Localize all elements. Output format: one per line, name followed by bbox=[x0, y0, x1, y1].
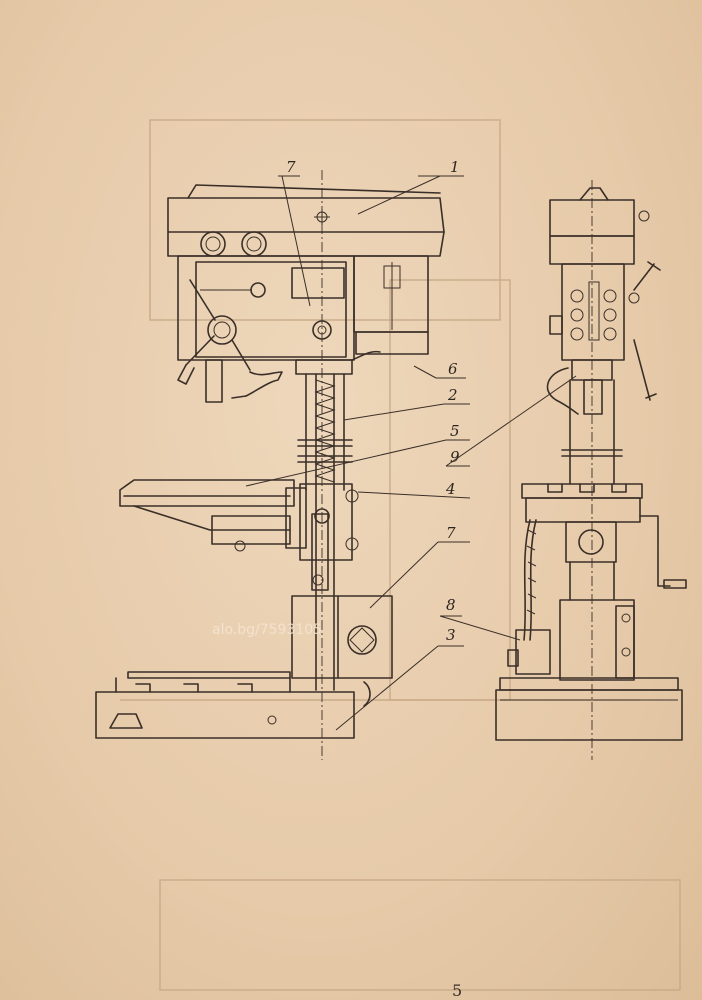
bleed-through bbox=[120, 119, 681, 991]
gearbox-head bbox=[177, 255, 355, 403]
page-number: 5 bbox=[452, 981, 462, 1000]
label-1: 1 bbox=[450, 158, 460, 176]
coolant-pump-8 bbox=[507, 519, 551, 675]
base-3 bbox=[95, 671, 355, 739]
label-7-top: 7 bbox=[286, 158, 296, 176]
label-8: 8 bbox=[446, 596, 456, 614]
front-view bbox=[95, 170, 445, 760]
side-base bbox=[495, 677, 683, 741]
label-4: 4 bbox=[445, 480, 456, 498]
belt-cover-1 bbox=[167, 184, 445, 257]
label-5: 5 bbox=[450, 422, 460, 440]
motor-6 bbox=[351, 255, 429, 361]
label-6: 6 bbox=[448, 360, 458, 378]
column-2 bbox=[297, 373, 353, 691]
watermark: alo.bg/7593105 bbox=[212, 622, 322, 638]
label-3: 3 bbox=[446, 626, 456, 644]
electrical-cabinet-7 bbox=[291, 574, 393, 707]
side-view bbox=[495, 180, 687, 760]
label-7-cabinet: 7 bbox=[446, 524, 456, 542]
side-head bbox=[546, 187, 661, 415]
side-table bbox=[521, 483, 687, 589]
side-lower-column bbox=[559, 561, 635, 681]
label-2: 2 bbox=[447, 386, 458, 404]
worktable-5 bbox=[119, 479, 359, 591]
label-9: 9 bbox=[450, 448, 460, 466]
part-labels: 1 7 6 2 5 4 7 3 8 9 bbox=[245, 158, 577, 731]
